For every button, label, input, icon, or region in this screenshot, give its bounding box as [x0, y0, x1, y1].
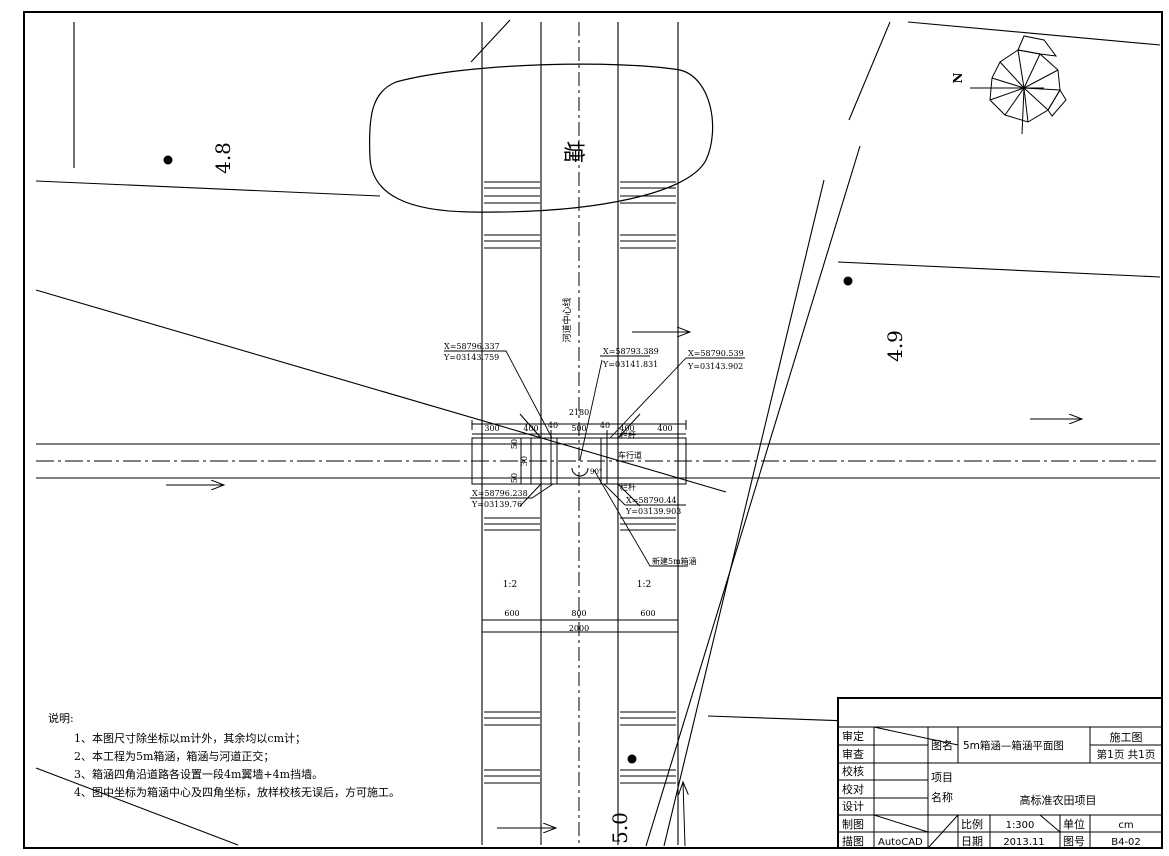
svg-text:X=58790.539: X=58790.539: [688, 349, 744, 358]
coordinate-labels: X=58796.337 Y=03143.759 X=58793.389 Y=03…: [443, 342, 744, 516]
pond-label: 塘: [560, 141, 585, 163]
survey-point: [843, 276, 853, 286]
project-label: 名称: [931, 790, 953, 804]
scale-label: 比例: [961, 817, 983, 831]
svg-text:新建5m箱涵: 新建5m箱涵: [652, 556, 697, 566]
notes-title: 说明:: [48, 711, 74, 725]
svg-text:400: 400: [619, 424, 634, 433]
diagonal-road: [645, 145, 861, 847]
svg-text:Y=03141.831: Y=03141.831: [602, 360, 658, 369]
road-lines: [36, 443, 1160, 479]
svg-text:30: 30: [520, 456, 529, 466]
svg-text:Y=03143.759: Y=03143.759: [443, 353, 499, 362]
svg-text:X=58793.389: X=58793.389: [603, 347, 659, 356]
drawing-name: 5m箱涵—箱涵平面图: [963, 739, 1064, 752]
svg-text:50: 50: [510, 473, 519, 483]
survey-point: [163, 155, 173, 165]
svg-text:X=58796.238: X=58796.238: [472, 489, 528, 498]
culvert-structure: [471, 413, 687, 507]
bottom-dimension-lines: [481, 612, 679, 638]
title-block: 审定 审查 校核 校对 设计 制图 描图 AutoCAD 图名 5m箱涵—箱涵平…: [837, 697, 1163, 849]
role-label: 审定: [842, 729, 864, 743]
number-label: 图号: [1063, 835, 1085, 848]
culvert-dimensions: 2180 300 400 40 500 40 400 400 50 30 50: [484, 408, 672, 483]
note-item: 1、本图尺寸除坐标以m计外，其余均以cm计；: [74, 731, 306, 745]
svg-text:1:2: 1:2: [637, 580, 651, 590]
svg-text:栏杆: 栏杆: [620, 482, 636, 492]
elevation-label-right: 4.9: [883, 330, 907, 362]
svg-text:栏杆: 栏杆: [620, 430, 636, 440]
unit-value: cm: [1118, 820, 1133, 831]
date-label: 日期: [961, 835, 983, 848]
note-item: 3、箱涵四角沿道路各设置一段4m翼墙+4m挡墙。: [74, 767, 323, 781]
svg-text:2180: 2180: [569, 408, 589, 417]
bottom-dimensions: 600 800 600 2000: [504, 609, 655, 633]
leader-lines: [444, 350, 745, 567]
river-centerline-label: 河道中心线: [561, 297, 573, 342]
svg-text:600: 600: [504, 609, 519, 618]
role-label: 校对: [842, 782, 864, 796]
role-label: 制图: [842, 818, 864, 831]
svg-text:X=58796.337: X=58796.337: [444, 342, 500, 351]
note-item: 4、图中坐标为箱涵中心及四角坐标，放样校核无误后，方可施工。: [74, 785, 400, 799]
role-label: 描图: [842, 834, 864, 848]
number-value: B4-02: [1111, 837, 1141, 848]
svg-text:400: 400: [657, 424, 672, 433]
svg-text:Y=03139.903: Y=03139.903: [625, 507, 681, 516]
page-count: 第1页 共1页: [1097, 748, 1156, 761]
role-label: 校核: [842, 764, 864, 778]
svg-text:50: 50: [510, 439, 519, 449]
slope-labels: 1:2 1:2: [503, 580, 651, 590]
svg-text:40: 40: [548, 421, 558, 430]
arrow-up-1: [683, 782, 685, 847]
unit-label: 单位: [1063, 817, 1085, 831]
svg-text:车行道: 车行道: [618, 450, 642, 460]
elevation-label-bottom: 5.0: [608, 812, 632, 844]
svg-text:600: 600: [640, 609, 655, 618]
survey-point: [627, 754, 637, 764]
north-arrow-icon: [970, 35, 1067, 135]
svg-text:800: 800: [571, 609, 586, 618]
north-label: N: [951, 72, 965, 83]
date-value: 2013.11: [1003, 837, 1044, 848]
role-label: 设计: [842, 800, 864, 813]
stage: 施工图: [1110, 731, 1143, 744]
project-name: 高标准农田项目: [1020, 793, 1097, 807]
scale-value: 1:300: [1006, 820, 1035, 831]
svg-text:400: 400: [523, 424, 538, 433]
svg-text:Y=03143.902: Y=03143.902: [687, 362, 743, 371]
svg-text:2000: 2000: [569, 624, 589, 633]
culvert-labels: 栏杆 车行道 栏杆 新建5m箱涵 90°: [590, 430, 697, 566]
pond-outline: [368, 63, 714, 213]
svg-text:300: 300: [484, 424, 499, 433]
project-label: 项目: [931, 771, 953, 784]
drafting-tool: AutoCAD: [878, 837, 923, 848]
bank-hatching: [484, 181, 676, 784]
drawing-name-label: 图名: [931, 738, 953, 752]
svg-text:40: 40: [600, 421, 610, 430]
note-item: 2、本工程为5m箱涵，箱涵与河道正交；: [74, 749, 274, 763]
svg-text:X=58790.44: X=58790.44: [626, 496, 677, 505]
svg-text:90°: 90°: [590, 468, 602, 476]
role-label: 审查: [842, 747, 864, 761]
flow-arrows: [166, 332, 1082, 847]
elevation-label-left: 4.8: [211, 142, 235, 174]
drawing-border: [23, 11, 1163, 849]
svg-text:1:2: 1:2: [503, 580, 517, 590]
svg-text:Y=03139.76: Y=03139.76: [471, 500, 522, 509]
notes: 说明: 1、本图尺寸除坐标以m计外，其余均以cm计； 2、本工程为5m箱涵，箱涵…: [48, 711, 400, 799]
svg-text:500: 500: [571, 424, 586, 433]
